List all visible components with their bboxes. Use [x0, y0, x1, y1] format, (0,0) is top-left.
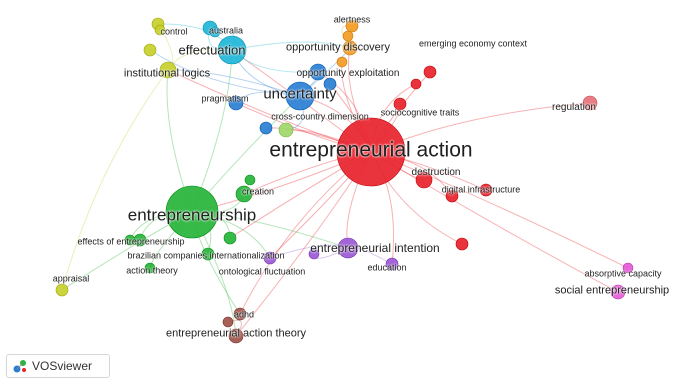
network-node[interactable] [415, 171, 433, 189]
network-node[interactable] [393, 97, 407, 111]
label-uncertainty[interactable]: uncertainty [263, 85, 337, 103]
network-node[interactable] [55, 283, 69, 297]
label-entrepreneurial-action-theory[interactable]: entrepreneurial action theory [165, 327, 307, 340]
network-node[interactable] [228, 328, 244, 344]
network-node[interactable] [223, 231, 237, 245]
network-edge [61, 69, 169, 291]
network-node[interactable] [337, 237, 359, 259]
network-node[interactable] [285, 81, 315, 111]
label-emerging-economy-context[interactable]: emerging economy context [418, 38, 528, 49]
network-node[interactable] [154, 24, 166, 36]
label-brazilian-companies-internationalization[interactable]: brazilian companies internationalization [127, 250, 285, 261]
network-node[interactable] [423, 65, 437, 79]
label-destruction[interactable]: destruction [411, 167, 461, 178]
label-australia[interactable]: australia [208, 25, 244, 36]
network-node[interactable] [228, 95, 244, 111]
network-node[interactable] [610, 284, 626, 300]
label-alertness[interactable]: alertness [333, 14, 371, 25]
network-node[interactable] [342, 40, 358, 56]
network-node[interactable] [309, 63, 327, 81]
label-regulation[interactable]: regulation [552, 102, 596, 113]
label-social-entrepreneurship[interactable]: social entrepreneurship [554, 284, 670, 297]
network-node[interactable] [159, 61, 177, 79]
label-sociocognitive-traits[interactable]: sociocognitive traits [380, 107, 460, 118]
network-node[interactable] [133, 233, 147, 247]
network-node[interactable] [143, 43, 157, 57]
network-node[interactable] [445, 189, 459, 203]
label-cross-country-dimension[interactable]: cross-country dimension [271, 111, 369, 122]
label-absorptive-capacity[interactable]: absorptive capacity [584, 268, 662, 279]
vosviewer-logo-icon [13, 360, 26, 373]
network-node[interactable] [308, 248, 320, 260]
label-control[interactable]: control [160, 26, 188, 37]
network-node[interactable] [582, 95, 598, 111]
label-effectuation[interactable]: effectuation [178, 42, 246, 58]
network-node[interactable] [144, 262, 156, 274]
label-pragmatism[interactable]: pragmatism [201, 93, 249, 104]
network-node[interactable] [217, 35, 247, 65]
label-ontological-fluctuation[interactable]: ontological fluctuation [218, 266, 306, 277]
network-node[interactable] [278, 122, 294, 138]
label-opportunity-exploitation[interactable]: opportunity exploitation [296, 68, 400, 79]
network-node[interactable] [209, 26, 221, 38]
network-node[interactable] [263, 251, 277, 265]
network-node[interactable] [345, 19, 359, 33]
label-institutional-logics[interactable]: institutional logics [123, 67, 211, 80]
network-node[interactable] [336, 117, 406, 187]
label-digital-infrastructure[interactable]: digital infrastructure [441, 184, 521, 195]
network-node[interactable] [323, 77, 337, 91]
label-action-theory[interactable]: action theory [126, 265, 178, 276]
label-entrepreneurship[interactable]: entrepreneurship [127, 205, 257, 225]
network-edge [167, 69, 301, 97]
network-nodes [55, 17, 634, 344]
label-adhd[interactable]: adhd [233, 309, 255, 320]
network-node[interactable] [385, 257, 399, 271]
label-effects-of-entrepreneurship[interactable]: effects of entrepreneurship [77, 236, 185, 247]
network-edge [149, 49, 301, 97]
network-node[interactable] [244, 174, 256, 186]
vosviewer-logo: VOSviewer [6, 354, 110, 378]
network-node[interactable] [259, 121, 273, 135]
network-node[interactable] [165, 185, 219, 239]
network-node[interactable] [410, 78, 422, 90]
network-node[interactable] [479, 183, 493, 197]
vosviewer-logo-text: VOSviewer [32, 359, 93, 373]
network-node[interactable] [235, 185, 253, 203]
label-education[interactable]: education [367, 262, 407, 273]
network-node[interactable] [455, 237, 469, 251]
network-node[interactable] [233, 307, 247, 321]
label-entrepreneurial-intention[interactable]: entrepreneurial intention [310, 241, 440, 255]
network-edge [370, 151, 619, 293]
label-opportunity-discovery[interactable]: opportunity discovery [286, 41, 390, 54]
label-creation[interactable]: creation [241, 186, 275, 197]
network-node[interactable] [222, 316, 234, 328]
label-entrepreneurial-action[interactable]: entrepreneurial action [269, 138, 473, 162]
label-appraisal[interactable]: appraisal [52, 273, 90, 284]
network-node[interactable] [622, 262, 634, 274]
network-edge [231, 41, 351, 51]
network-node[interactable] [342, 30, 354, 42]
network-node[interactable] [201, 247, 215, 261]
network-node[interactable] [336, 56, 348, 68]
